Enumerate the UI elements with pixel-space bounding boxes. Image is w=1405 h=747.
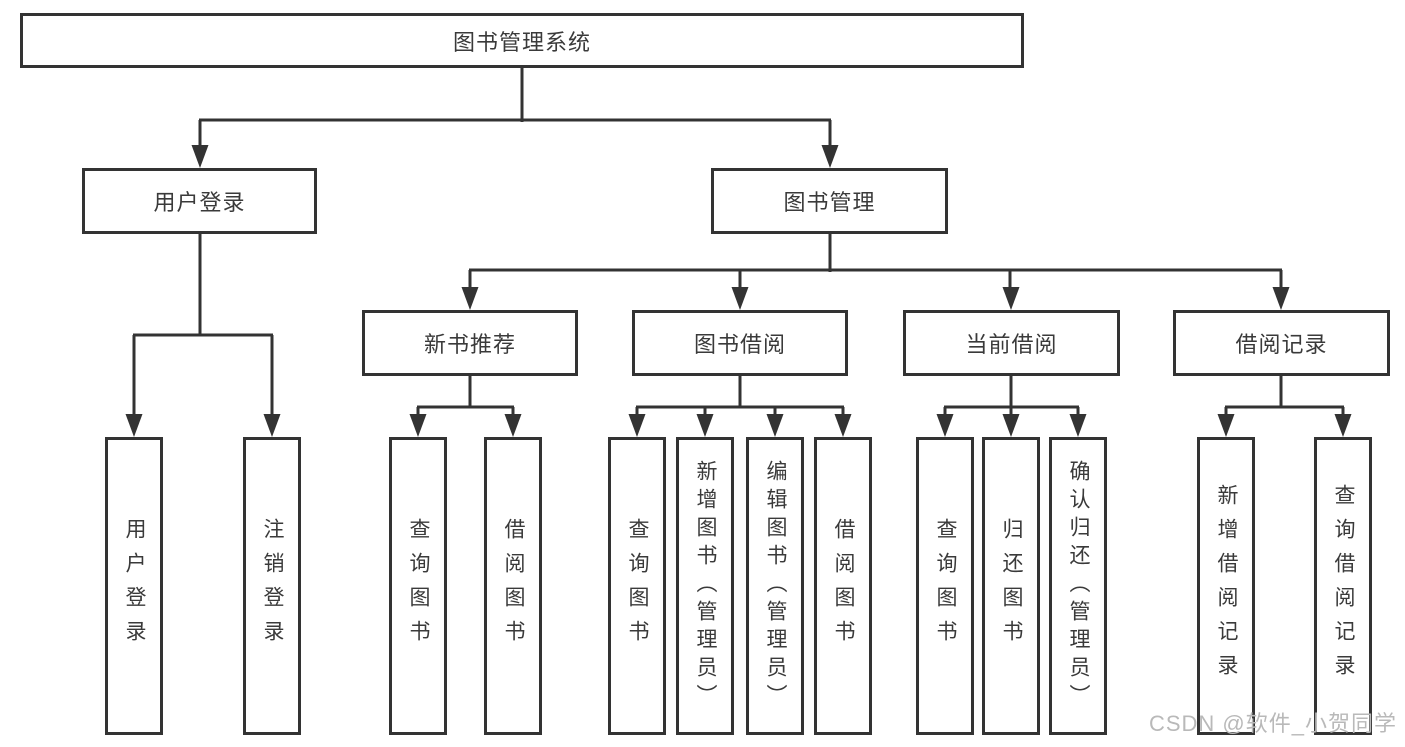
leaf-br-query-record: 查询借阅记录 <box>1314 437 1372 735</box>
node-current-borrow: 当前借阅 <box>903 310 1120 376</box>
node-new-book-recommend: 新书推荐 <box>362 310 578 376</box>
leaf-bb-add-books-admin: 新增图书（管理员） <box>676 437 734 735</box>
leaf-bb-edit-books-admin: 编辑图书（管理员） <box>746 437 804 735</box>
leaf-bb-query-books: 查询图书 <box>608 437 666 735</box>
leaf-br-add-record: 新增借阅记录 <box>1197 437 1255 735</box>
node-book-borrow: 图书借阅 <box>632 310 848 376</box>
leaf-nbr-borrow-books: 借阅图书 <box>484 437 542 735</box>
csdn-watermark: CSDN @软件_小贺同学 <box>1148 711 1397 736</box>
node-borrow-record: 借阅记录 <box>1173 310 1390 376</box>
leaf-nbr-query-books: 查询图书 <box>389 437 447 735</box>
leaf-cb-return-books: 归还图书 <box>982 437 1040 735</box>
leaf-cb-confirm-return-admin: 确认归还（管理员） <box>1049 437 1107 735</box>
leaf-user-login: 用户登录 <box>105 437 163 735</box>
node-book-management-branch: 图书管理 <box>711 168 948 234</box>
leaf-cb-query-books: 查询图书 <box>916 437 974 735</box>
node-user-login-branch: 用户登录 <box>82 168 317 234</box>
leaf-logout: 注销登录 <box>243 437 301 735</box>
node-system-root: 图书管理系统 <box>20 13 1024 68</box>
leaf-bb-borrow-books: 借阅图书 <box>814 437 872 735</box>
